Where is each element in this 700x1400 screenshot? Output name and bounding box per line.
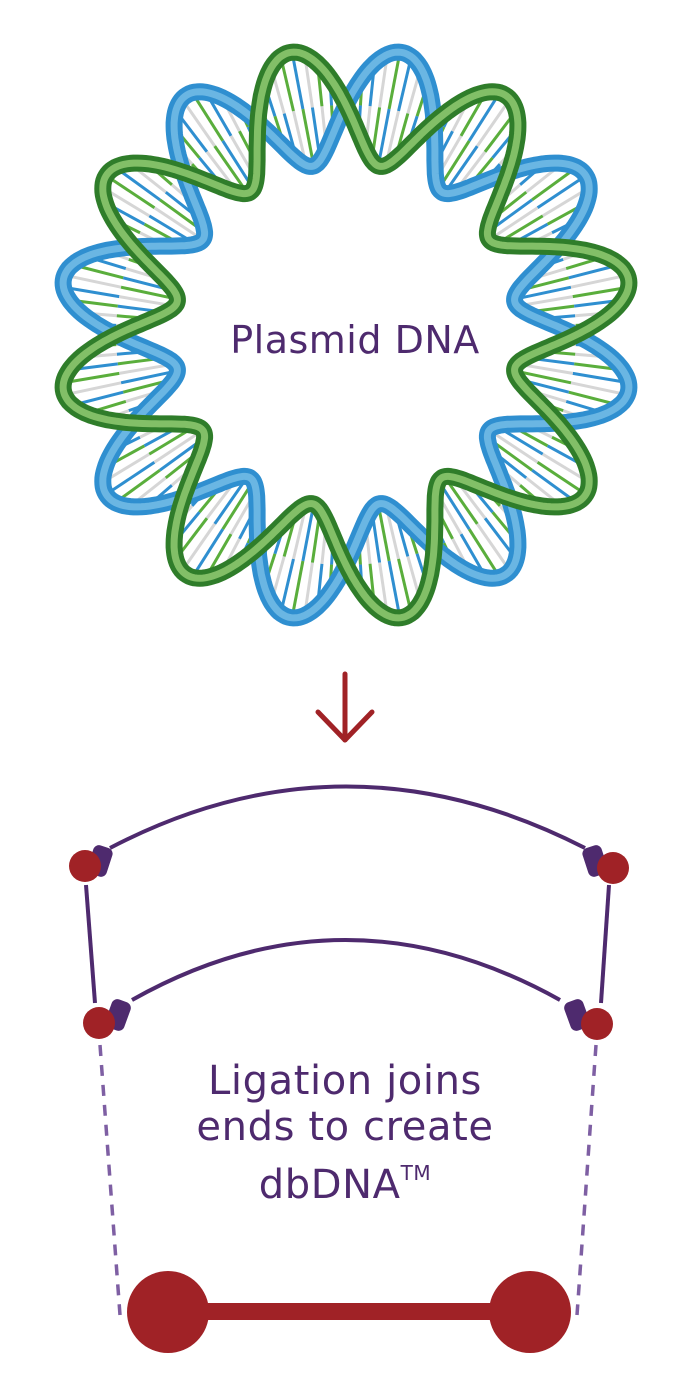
plasmid-dna-label: Plasmid DNA	[230, 318, 480, 362]
base-pair-half	[488, 428, 539, 464]
right-dashed-strand	[575, 1044, 598, 1316]
base-pair-half	[153, 428, 204, 464]
base-pair-half	[180, 523, 216, 572]
left-strand	[84, 884, 97, 1004]
left-dashed-strand	[98, 1044, 122, 1316]
base-pair-half	[572, 285, 629, 299]
base-pair-half	[64, 273, 122, 289]
right-strand	[599, 884, 611, 1004]
dbdna-name: dbDNA	[258, 1162, 401, 1208]
dna-end-cap-icon	[69, 845, 113, 882]
ligation-diagram	[69, 784, 629, 1353]
dna-end-cap-icon	[83, 999, 131, 1039]
base-pair-half	[467, 91, 502, 142]
base-pair-half	[488, 206, 539, 242]
base-pair-half	[376, 108, 391, 167]
base-pair-half	[190, 528, 225, 579]
base-pair-half	[570, 381, 628, 397]
dna-end-cap-icon	[564, 999, 613, 1040]
base-pair-half	[536, 174, 587, 209]
base-pair-half	[63, 371, 120, 385]
base-pair-half	[105, 461, 156, 496]
upper-strand-arc	[109, 784, 586, 850]
base-pair-half	[570, 273, 628, 289]
ligation-caption: Ligation joins ends to create dbDNATM	[170, 1058, 520, 1208]
base-pair-half	[290, 51, 305, 110]
base-pair-half	[476, 523, 512, 572]
down-arrow-icon	[315, 671, 375, 743]
lower-strand-arc	[131, 938, 561, 1002]
base-pair-half	[301, 108, 316, 167]
base-pair-half	[153, 206, 204, 242]
backbone-strand-green-highlight	[59, 48, 633, 622]
trademark-mark: TM	[400, 1161, 432, 1185]
base-pair-half	[64, 381, 122, 397]
base-pair-half	[536, 461, 587, 496]
base-pair-half	[290, 560, 305, 619]
base-pair-half	[105, 174, 156, 209]
plasmid-dna-ring	[54, 43, 638, 627]
base-pair-half	[387, 51, 402, 110]
base-pair-half	[572, 371, 629, 385]
dbdna-dumbbell	[127, 1271, 571, 1353]
base-pair-half	[63, 285, 120, 299]
base-pair-half	[387, 560, 402, 619]
dna-end-cap-icon	[582, 845, 629, 884]
base-pair-half	[301, 503, 316, 562]
ligation-caption-line-2: ends to create	[196, 1104, 494, 1150]
base-pair-half	[190, 91, 225, 142]
ligation-caption-line-3: dbDNATM	[170, 1150, 520, 1208]
ligation-caption-line-1: Ligation joins	[208, 1058, 482, 1104]
base-pair-half	[467, 528, 502, 579]
base-pair-half	[180, 98, 216, 147]
base-pair-half	[376, 503, 391, 562]
base-pair-half	[476, 98, 512, 147]
